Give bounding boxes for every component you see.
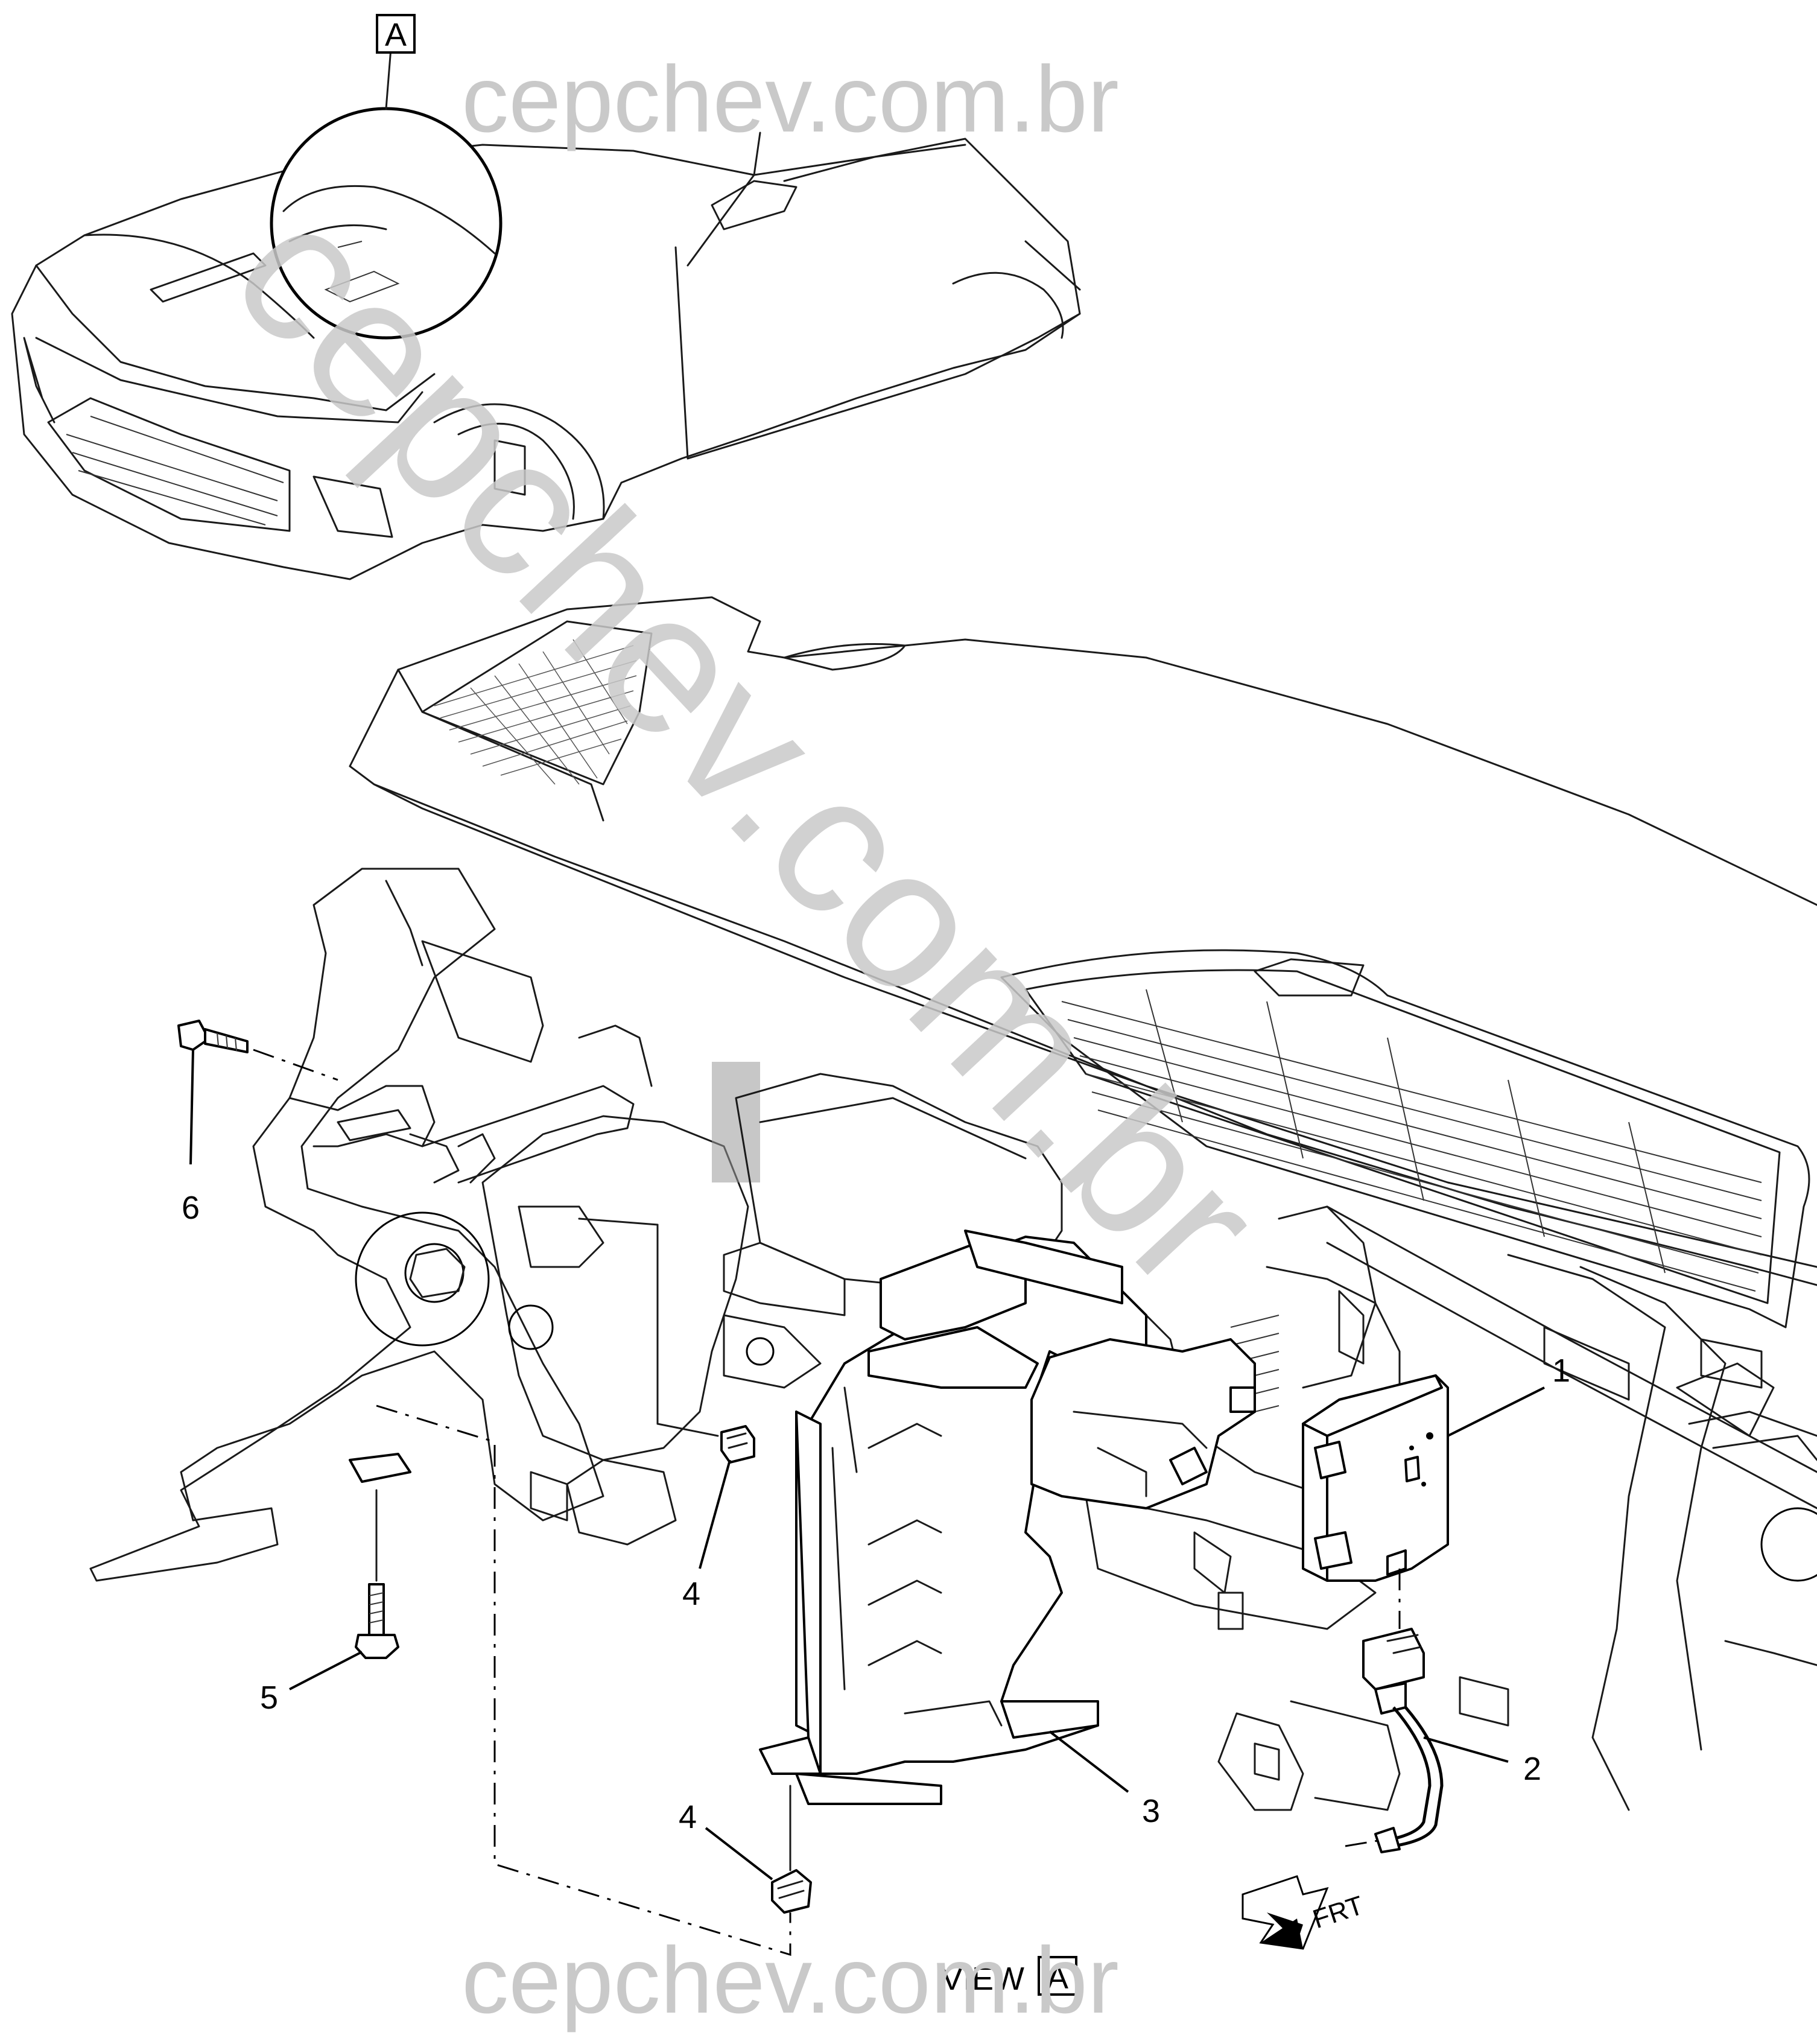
- assembly-guide-lines: [376, 1404, 791, 1957]
- part-1-electronic-module: [1302, 1374, 1449, 1582]
- front-direction-indicator: FRT: [1241, 1875, 1367, 1950]
- part-4-clip-upper: [578, 1217, 755, 1464]
- part-5-bolt: [349, 1453, 411, 1659]
- callout-1-label: 1: [1552, 1353, 1570, 1389]
- callout-5: 5: [260, 1651, 363, 1716]
- view-label-prefix: VIEW: [941, 1961, 1024, 1997]
- callout-2-label: 2: [1523, 1751, 1541, 1787]
- view-label: VIEW A: [941, 1956, 1077, 1997]
- callout-6-label: 6: [182, 1190, 200, 1226]
- view-label-letter: A: [1047, 1960, 1068, 1996]
- callout-4-upper-label: 4: [682, 1576, 700, 1612]
- watermark-top: cepchev.com.br: [461, 47, 1119, 152]
- callout-3-label: 3: [1142, 1793, 1160, 1829]
- callout-4-lower: 4: [679, 1799, 773, 1881]
- callout-6: 6: [182, 1049, 200, 1226]
- callout-3: 3: [1048, 1730, 1160, 1829]
- watermark-bottom: cepchev.com.br: [461, 1928, 1119, 2033]
- car-overview-illustration: A: [11, 14, 1081, 580]
- vent-louvers: [1061, 989, 1762, 1292]
- view-marker-box: [376, 14, 416, 54]
- callout-1: 1: [1447, 1353, 1570, 1437]
- view-marker-letter: A: [385, 17, 407, 53]
- part-2-harness-connector: [1345, 1569, 1444, 1853]
- part-6-bolt: [177, 1020, 338, 1081]
- module-housing: [1030, 1338, 1256, 1509]
- callout-5-label: 5: [260, 1680, 278, 1716]
- callout-4-upper: 4: [682, 1459, 731, 1612]
- part-3-module-bracket: [759, 1230, 1147, 1805]
- speaker-grille-hatch: [434, 639, 637, 785]
- view-label-box: [1038, 1956, 1077, 1996]
- part-4-clip-lower: [771, 1785, 812, 1914]
- callout-4-lower-label: 4: [679, 1799, 697, 1835]
- callout-2: 2: [1423, 1736, 1541, 1787]
